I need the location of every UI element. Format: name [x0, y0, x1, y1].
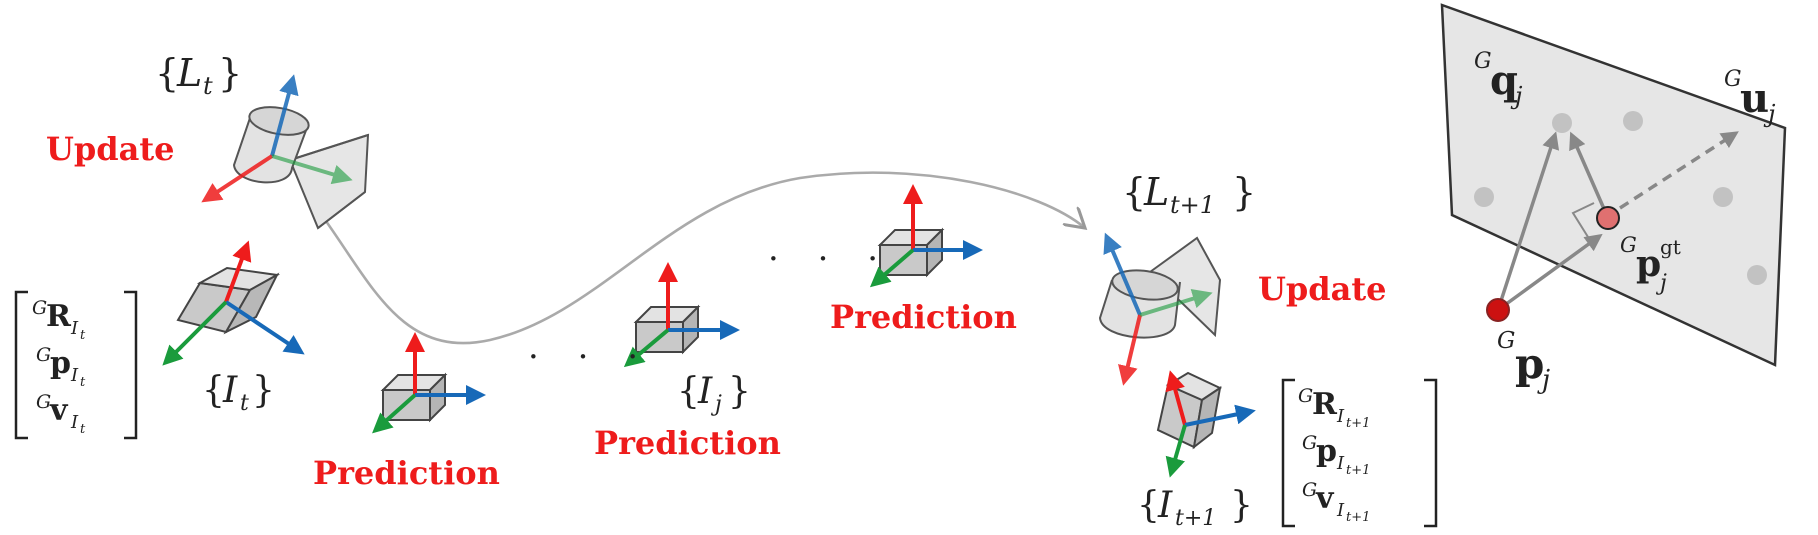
imu-box-j: [623, 262, 740, 368]
ellipsis-1: · · ·: [528, 337, 652, 377]
plane-label-q: G q j: [1474, 49, 1523, 110]
svg-text:p: p: [1636, 243, 1661, 285]
svg-text:t+1: t+1: [1175, 506, 1216, 531]
ground-truth-point: [1596, 206, 1620, 230]
svg-text:G: G: [32, 297, 47, 319]
svg-text:}: }: [218, 51, 242, 95]
svg-text:G: G: [1724, 67, 1742, 92]
svg-text:u: u: [1740, 75, 1769, 122]
frame-label-imu-t: { I t }: [202, 370, 275, 416]
frame-label-lidar-t: { L t }: [155, 51, 242, 100]
svg-text:G: G: [1302, 432, 1317, 454]
state-vector-left: G R I t G p I t G v I t: [14, 290, 138, 440]
svg-text:G: G: [1298, 385, 1313, 407]
svg-text:t+1: t+1: [1170, 191, 1215, 219]
svg-text:t: t: [80, 328, 86, 343]
svg-text:I: I: [1157, 485, 1173, 526]
svg-text:{: {: [202, 370, 225, 411]
svg-text:I: I: [1336, 453, 1345, 474]
svg-text:}: }: [728, 371, 751, 412]
svg-text:R: R: [1312, 387, 1338, 422]
imu-box-pred-3: [869, 184, 983, 288]
svg-text:t+1: t+1: [1346, 463, 1370, 478]
ellipsis-2: · · ·: [768, 239, 892, 279]
frame-label-lidar-t1: { L t+1 }: [1122, 170, 1256, 219]
svg-text:I: I: [1336, 406, 1345, 427]
svg-text:I: I: [70, 365, 79, 386]
svg-text:}: }: [1230, 485, 1253, 526]
svg-text:}: }: [252, 370, 275, 411]
svg-text:L: L: [176, 51, 202, 95]
svg-text:t: t: [80, 422, 86, 437]
imu-box-pred-1: [372, 332, 486, 434]
svg-text:G: G: [1474, 49, 1492, 74]
svg-text:I: I: [70, 318, 79, 339]
svg-text:{: {: [677, 371, 700, 412]
svg-text:G: G: [36, 391, 51, 413]
update-label-left: Update: [46, 130, 175, 168]
svg-text:}: }: [1232, 170, 1256, 214]
plane-point: [1713, 187, 1733, 207]
svg-text:gt: gt: [1660, 235, 1681, 259]
prediction-label-3: Prediction: [830, 298, 1017, 336]
svg-text:t+1: t+1: [1346, 510, 1370, 525]
svg-text:p: p: [1515, 339, 1544, 388]
plane-point: [1747, 265, 1767, 285]
plane-diagram: G q j G u j G p gt j G p j: [1440, 3, 1787, 395]
svg-text:v: v: [49, 393, 69, 428]
svg-text:G: G: [1497, 328, 1515, 354]
svg-text:G: G: [1302, 479, 1317, 501]
svg-text:t: t: [80, 375, 86, 390]
svg-text:p: p: [1316, 434, 1337, 469]
plane-point: [1623, 111, 1643, 131]
svg-text:R: R: [46, 299, 72, 334]
svg-text:G: G: [36, 344, 51, 366]
svg-text:q: q: [1490, 57, 1518, 104]
prediction-label-2: Prediction: [594, 424, 781, 462]
lidar-sensor-t1: [1098, 232, 1222, 386]
svg-text:I: I: [697, 371, 713, 412]
lidar-sensor-t: [201, 74, 370, 230]
svg-text:I: I: [222, 370, 238, 411]
update-label-right: Update: [1258, 270, 1387, 308]
plane-label-u: G u j: [1724, 67, 1776, 128]
state-vector-right: G R I t+1 G p I t+1 G v I t+1: [1281, 378, 1438, 528]
plane: [1440, 3, 1787, 367]
svg-text:{: {: [1122, 170, 1146, 214]
svg-text:G: G: [1620, 233, 1637, 257]
plane-point: [1474, 187, 1494, 207]
svg-text:t+1: t+1: [1346, 416, 1370, 431]
svg-text:I: I: [1336, 500, 1345, 521]
svg-text:{: {: [1137, 485, 1160, 526]
svg-text:I: I: [70, 412, 79, 433]
svg-text:t: t: [240, 391, 249, 416]
svg-text:t: t: [203, 72, 213, 100]
svg-text:L: L: [1143, 170, 1169, 214]
plane-point: [1552, 113, 1572, 133]
plane-label-p: G p j: [1497, 328, 1550, 395]
frame-label-imu-j: { I j }: [677, 371, 751, 417]
imu-box-t: [162, 240, 305, 366]
trajectory-curve: [316, 171, 1085, 345]
imu-box-t1: [1156, 370, 1256, 478]
svg-text:p: p: [50, 346, 71, 381]
point-pj: [1486, 298, 1510, 322]
frame-label-imu-t1: { I t+1 }: [1137, 485, 1253, 531]
prediction-label-1: Prediction: [313, 454, 500, 492]
svg-text:{: {: [155, 51, 179, 95]
svg-text:v: v: [1315, 481, 1335, 516]
